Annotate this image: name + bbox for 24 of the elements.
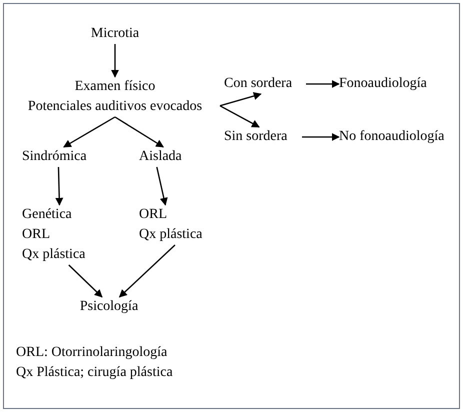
node-text: Microtia: [80, 24, 150, 44]
note-text: Qx Plástica; cirugía plástica: [16, 364, 173, 382]
arrow: [114, 116, 164, 148]
node-text: Sindrómica: [22, 147, 98, 167]
arrow: [302, 133, 340, 141]
node-text: ORL Qx plástica: [139, 205, 219, 245]
arrow: [118, 244, 176, 298]
arrow: [111, 44, 119, 78]
arrow: [220, 92, 262, 106]
node-text: Psicología: [74, 297, 144, 317]
node-text: Sin sordera: [224, 127, 302, 147]
arrow: [156, 166, 168, 206]
node-text: No fonoaudiología: [339, 127, 457, 147]
node-text: Genética ORL Qx plástica: [22, 205, 100, 265]
node-text: Examen físico Potenciales auditivos evocados: [10, 77, 220, 117]
node-text: Con sordera: [224, 74, 306, 94]
node-text: Aislada: [139, 147, 193, 167]
arrow: [68, 264, 103, 298]
arrow: [220, 105, 260, 128]
node-text: Fonoaudiología: [339, 74, 439, 94]
arrow: [55, 166, 64, 206]
arrow: [63, 116, 116, 148]
note-text: ORL: Otorrinolaringología: [16, 344, 168, 362]
arrow: [306, 80, 340, 88]
